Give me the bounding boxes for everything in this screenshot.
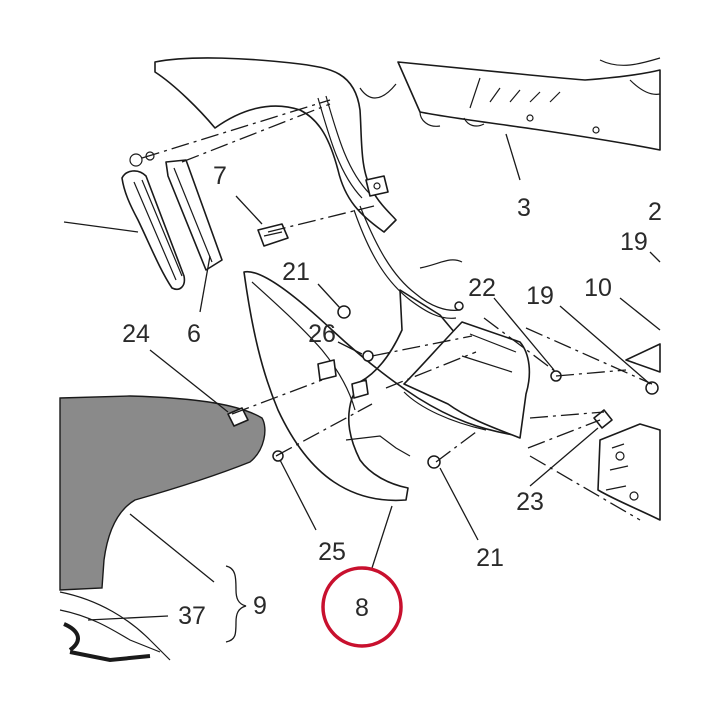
callout-8: 8 <box>355 594 369 622</box>
leader-lines <box>63 133 661 643</box>
upper-fairing-part <box>154 57 397 233</box>
callout-labels: 3 2 19 7 21 22 19 10 24 6 26 23 25 21 37… <box>122 162 662 630</box>
callout-3: 3 <box>517 194 531 222</box>
screw-26 <box>362 350 374 362</box>
assembly-lines <box>141 99 653 521</box>
screw-21a <box>337 305 351 319</box>
cable-run-3 <box>419 259 463 269</box>
screw-21b <box>427 455 441 469</box>
callout-22: 22 <box>468 274 496 302</box>
part-8-fairing-panel <box>243 270 531 502</box>
callout-9: 9 <box>253 592 267 620</box>
callout-26: 26 <box>308 320 336 348</box>
cable-run <box>353 209 457 319</box>
callout-25: 25 <box>318 538 346 566</box>
callout-23: 23 <box>516 488 544 516</box>
part-6-side-panels <box>121 151 223 291</box>
callout-37: 37 <box>178 602 206 630</box>
callout-2: 2 <box>648 198 662 226</box>
part-3-bracket <box>397 57 661 151</box>
callout-19-top: 19 <box>620 228 648 256</box>
screw-upper <box>454 301 464 311</box>
right-lower-bracket <box>597 343 661 521</box>
hardware <box>227 175 659 469</box>
screw-19b <box>645 381 659 395</box>
callout-10: 10 <box>584 274 612 302</box>
highlighted-part-8: 8 <box>321 566 403 648</box>
callout-19: 19 <box>526 282 554 310</box>
cable-run-2 <box>359 205 461 311</box>
decal-grey-shape <box>59 395 266 591</box>
highlight-ring <box>321 566 403 648</box>
callout-21-upper: 21 <box>282 258 310 286</box>
callout-21-lower: 21 <box>476 544 504 572</box>
decal-37-panel <box>59 395 266 663</box>
callout-6: 6 <box>187 320 201 348</box>
callout-24: 24 <box>122 320 150 348</box>
callout-7: 7 <box>213 162 227 190</box>
